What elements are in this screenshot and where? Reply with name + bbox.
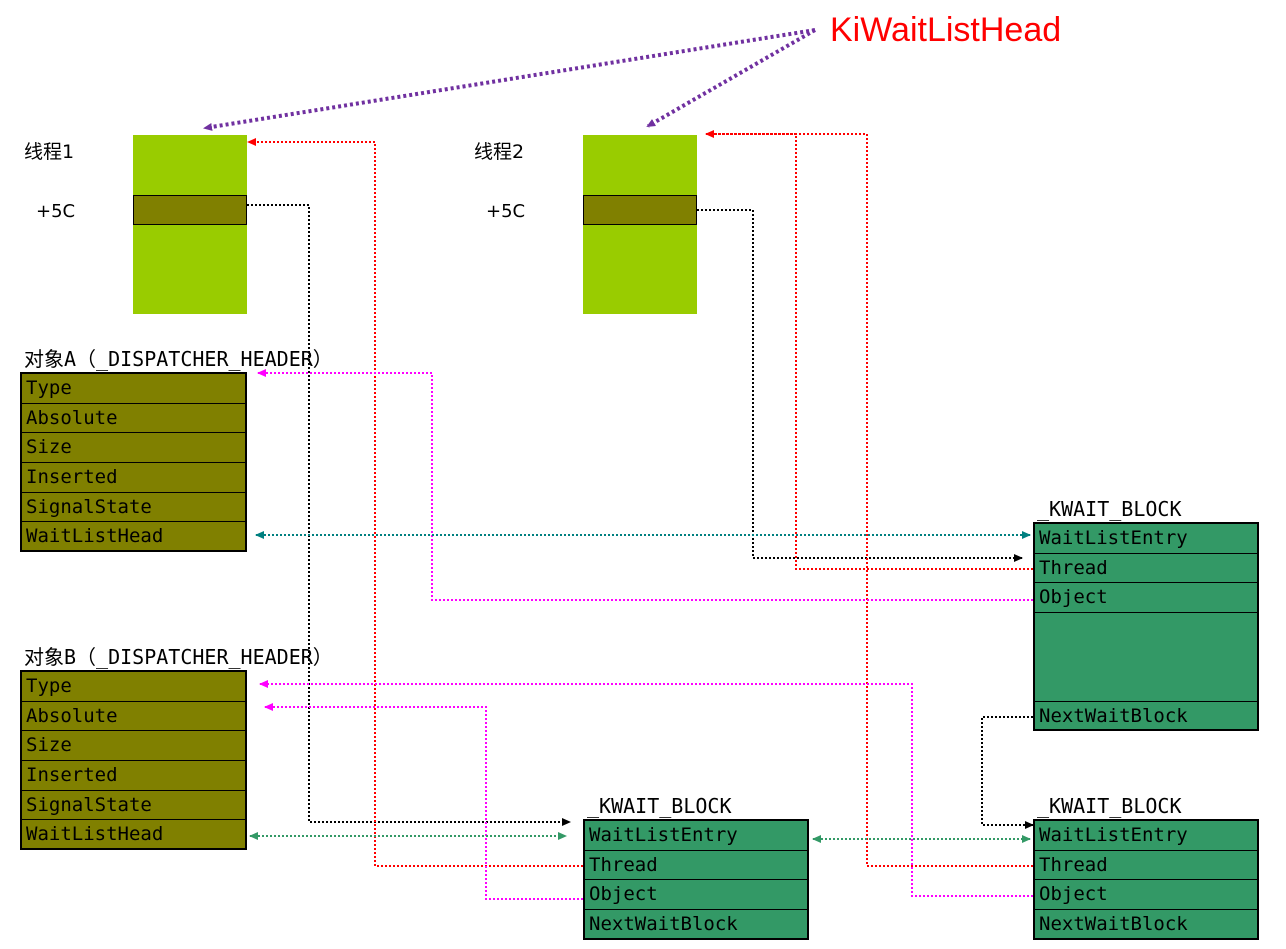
- wait-block-2-title: _KWAIT_BLOCK: [1037, 794, 1182, 818]
- object-b-field-inserted: Inserted: [22, 761, 245, 791]
- wait-block-2-field-object: Object: [1035, 880, 1257, 911]
- thread1-field-5c: [133, 195, 247, 225]
- object-a-field-inserted: Inserted: [22, 463, 245, 493]
- object-a-field-waitlisthead: WaitListHead: [26, 525, 164, 548]
- link-wb2-thread-thread2: [706, 133, 1033, 867]
- wait-block-1-field-nextwaitblock: NextWaitBlock: [1039, 705, 1188, 728]
- wait-block-3-title: _KWAIT_BLOCK: [587, 794, 732, 818]
- thread2-label: 线程2: [474, 141, 525, 163]
- link-wb1-thread-thread2: [705, 130, 1033, 570]
- object-a-field-size: Size: [22, 433, 245, 464]
- object-a-field-absolute: Absolute: [22, 404, 245, 434]
- object-a-table: Type Absolute Size Inserted SignalState …: [20, 372, 247, 552]
- object-b-field-type: Type: [22, 672, 245, 702]
- wait-block-3-field-waitlistentry: WaitListEntry: [585, 821, 807, 851]
- object-b-field-absolute: Absolute: [22, 702, 245, 732]
- wait-block-3-field-thread: Thread: [585, 851, 807, 881]
- link-wb2-object-b: [259, 680, 1033, 897]
- object-b-table: Type Absolute Size Inserted SignalState …: [20, 670, 247, 850]
- object-b-field-size: Size: [22, 731, 245, 762]
- wait-block-3-field-object: Object: [585, 880, 807, 911]
- wait-block-3-field-nextwaitblock: NextWaitBlock: [589, 913, 738, 936]
- link-wb3-object-b: [264, 703, 583, 900]
- object-a-field-signalstate: SignalState: [22, 493, 245, 523]
- link-wb1-object-a: [257, 369, 1033, 601]
- thread1-label: 线程1: [24, 141, 75, 163]
- object-a-field-type: Type: [22, 374, 245, 404]
- object-a-title: 对象A（_DISPATCHER_HEADER）: [24, 347, 333, 371]
- object-b-field-signalstate: SignalState: [22, 791, 245, 821]
- object-b-title: 对象B（_DISPATCHER_HEADER）: [24, 645, 333, 669]
- thread1-offset-label: +5C: [36, 201, 76, 222]
- ki-arrow-thread2: [646, 28, 816, 128]
- ki-arrow-thread1: [203, 28, 816, 131]
- ki-wait-list-head-title: KiWaitListHead: [830, 11, 1062, 49]
- link-thread1-waitlist: [247, 204, 571, 826]
- wait-block-2-table: WaitListEntry Thread Object NextWaitBloc…: [1033, 819, 1259, 940]
- object-b-field-waitlisthead: WaitListHead: [26, 823, 164, 846]
- wait-block-2-field-nextwaitblock: NextWaitBlock: [1039, 913, 1188, 936]
- wait-block-1-field-waitlistentry: WaitListEntry: [1035, 524, 1257, 554]
- link-nextwaitblock: [981, 716, 1034, 829]
- link-wb3-thread-thread1: [247, 138, 583, 867]
- wait-block-1-table: WaitListEntry Thread Object NextWaitBloc…: [1033, 522, 1259, 731]
- wait-block-3-table: WaitListEntry Thread Object NextWaitBloc…: [583, 819, 809, 940]
- wait-block-2-field-thread: Thread: [1035, 851, 1257, 881]
- wait-block-1-field-empty: [1035, 613, 1257, 703]
- thread2-block: [583, 135, 697, 314]
- wait-block-1-field-object: Object: [1035, 583, 1257, 614]
- thread2-field-5c: [583, 195, 697, 225]
- wait-block-1-title: _KWAIT_BLOCK: [1037, 497, 1182, 521]
- thread2-offset-label: +5C: [486, 201, 526, 222]
- wait-block-2-field-waitlistentry: WaitListEntry: [1035, 821, 1257, 851]
- thread1-block: [133, 135, 247, 314]
- wait-block-1-field-thread: Thread: [1035, 554, 1257, 584]
- link-thread2-waitlist: [697, 209, 1023, 562]
